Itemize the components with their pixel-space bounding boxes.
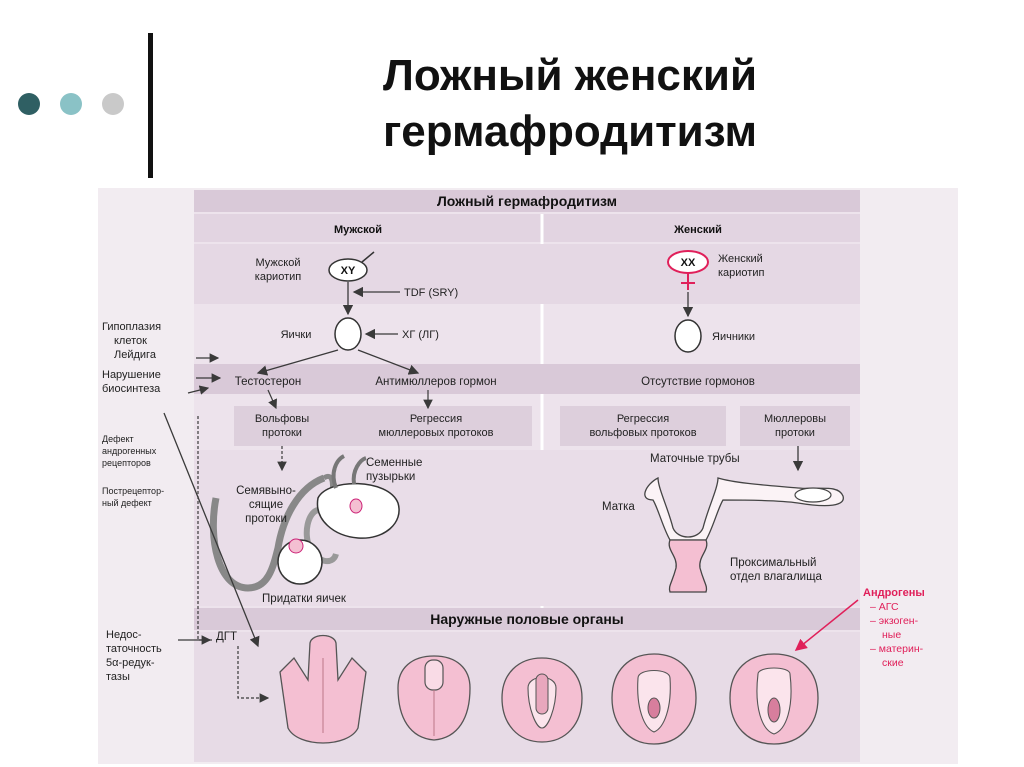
male-karyotype-symbol: XY	[341, 265, 356, 277]
mullerian-regression-box	[346, 406, 532, 446]
reductase-note-1: Недос-	[106, 629, 142, 641]
leydig-note-1: Гипоплазия	[102, 321, 161, 333]
vas-deferens-label-2: сящие	[249, 499, 283, 511]
genitalia-stage-3	[501, 657, 583, 743]
diagram-svg: Ложный гермафродитизм Мужской Женский XY…	[98, 188, 958, 764]
dot-grey	[102, 93, 124, 115]
mullerian-ducts-label-1: Мюллеровы	[764, 413, 826, 425]
androgens-item-2: – экзоген-	[870, 615, 919, 627]
reductase-note-4: тазы	[106, 671, 130, 683]
dht-label: ДГТ	[216, 631, 237, 643]
proximal-vagina-label-1: Проксимальный	[730, 557, 816, 569]
uterus-shape	[644, 476, 844, 541]
genitalia-stage-5	[729, 653, 819, 745]
testes-label: Яички	[281, 329, 312, 341]
wolffian-label-2: протоки	[262, 427, 302, 439]
mullerian-ducts-box	[740, 406, 850, 446]
female-ovary-shape	[794, 487, 832, 503]
wolffian-label-1: Вольфовы	[255, 413, 309, 425]
proximal-vagina-label-2: отдел влагалища	[730, 571, 823, 583]
slide-title-line1: Ложный женский	[382, 51, 758, 100]
leydig-note-2: клеток	[114, 335, 147, 347]
epididymis-label: Придатки яичек	[262, 593, 347, 605]
wolffian-box	[234, 406, 346, 446]
biosynthesis-note-1: Нарушение	[102, 369, 161, 381]
wolffian-regression-label-2: вольфовых протоков	[589, 427, 696, 439]
testes-shape	[334, 317, 362, 351]
dot-dark	[18, 93, 40, 115]
ovaries-shape	[674, 319, 702, 353]
postreceptor-note-1: Пострецептор-	[102, 486, 164, 496]
seminal-vesicles-label-1: Семенные	[366, 457, 422, 469]
vas-deferens-shape	[209, 474, 326, 592]
slide-title: Ложный женский гермафродитизм	[260, 48, 880, 160]
hcg-label: ХГ (ЛГ)	[402, 329, 439, 341]
androgens-item-1: – АГС	[870, 601, 899, 613]
reductase-note-2: таточность	[106, 643, 162, 655]
androgens-item-4: – материн-	[870, 643, 924, 655]
seminal-vesicles-shape	[331, 454, 367, 489]
male-karyotype-label-1: Мужской	[256, 257, 301, 269]
postreceptor-note-2: ный дефект	[102, 498, 152, 508]
testes-to-amh	[357, 349, 420, 375]
male-karyotype-circle	[328, 258, 368, 282]
testis-dot	[288, 538, 304, 554]
female-header: Женский	[673, 224, 722, 236]
testosterone-label: Тестостерон	[235, 376, 301, 388]
male-karyotype-label-2: кариотип	[255, 271, 301, 283]
female-karyotype-label-1: Женский	[718, 253, 763, 265]
biosynthesis-note-2: биосинтеза	[102, 383, 161, 395]
reductase-note-3: 5α-редук-	[106, 657, 155, 669]
prostate-dot	[349, 498, 363, 514]
receptor-note-2: андрогенных	[102, 446, 157, 456]
wolffian-regression-label-1: Регрессия	[617, 413, 669, 425]
header-band	[194, 190, 860, 212]
male-header: Мужской	[334, 224, 382, 236]
dht-to-organs-arrow	[237, 646, 270, 703]
hormone-band	[194, 364, 860, 394]
tdf-label: TDF (SRY)	[404, 287, 458, 299]
mullerian-ducts-label-2: протоки	[775, 427, 815, 439]
no-hormones-label: Отсутствие гормонов	[641, 376, 755, 388]
genitalia-stage-1	[279, 634, 367, 744]
sex-header-band	[194, 214, 860, 242]
vas-deferens-label-3: протоки	[245, 513, 287, 525]
androgens-item-5: ские	[882, 657, 904, 669]
amh-label: Антимюллеров гормон	[375, 376, 496, 388]
seminal-vesicles-label-2: пузырьки	[366, 471, 415, 483]
testosterone-to-wolffian	[267, 389, 277, 410]
female-karyotype-symbol: XX	[681, 257, 696, 269]
mullerian-regression-label-1: Регрессия	[410, 413, 462, 425]
dot-teal	[60, 93, 82, 115]
vas-deferens-label-1: Семявыно-	[236, 485, 296, 497]
androgens-arrow	[794, 599, 859, 651]
male-symbol-arrow	[361, 251, 375, 263]
testes-to-testosterone	[256, 349, 339, 376]
proximal-vagina-shape	[668, 539, 708, 593]
receptor-note-1: Дефект	[102, 434, 134, 444]
external-genitalia-header: Наружные половые органы	[430, 611, 624, 627]
receptor-defect-arrow	[163, 412, 260, 648]
diagram: Ложный гермафродитизм Мужской Женский XY…	[98, 188, 958, 764]
slide-title-line2: гермафродитизм	[382, 107, 758, 156]
uterus-label: Матка	[602, 501, 635, 513]
wolffian-regression-box	[560, 406, 726, 446]
androgens-title: Андрогены	[863, 587, 925, 599]
title-divider	[148, 33, 153, 178]
androgens-item-3: ные	[882, 629, 901, 641]
ovaries-label: Яичники	[712, 331, 755, 343]
leydig-note-3: Лейдига	[114, 349, 157, 361]
female-karyotype-label-2: кариотип	[718, 267, 764, 279]
mullerian-regression-label-2: мюллеровых протоков	[379, 427, 494, 439]
fallopian-tubes-label: Маточные трубы	[650, 453, 740, 465]
genitalia-stage-4	[611, 653, 697, 745]
genitalia-stage-2	[397, 655, 471, 741]
karyotype-band	[194, 244, 860, 304]
diagram-header: Ложный гермафродитизм	[437, 193, 617, 209]
receptor-note-3: рецепторов	[102, 458, 151, 468]
leydig-arrow	[187, 385, 210, 395]
external-band	[194, 608, 860, 630]
